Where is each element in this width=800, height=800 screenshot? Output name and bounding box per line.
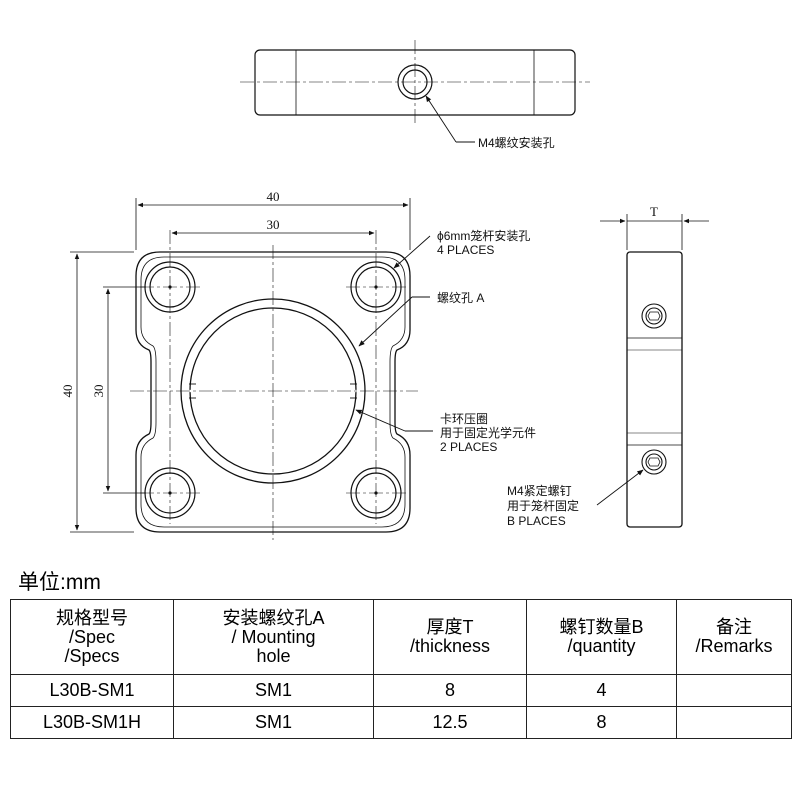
cell-mounting-hole: SM1 xyxy=(173,674,374,707)
cell-remarks xyxy=(676,706,792,739)
dim-hole-spacing-x-text: 30 xyxy=(267,217,280,232)
cell-quantity: 4 xyxy=(526,674,677,707)
header-spec: 规格型号 /Spec /Specs xyxy=(10,599,174,675)
header-thickness: 厚度T /thickness xyxy=(373,599,527,675)
setscrew-use: 用于笼杆固定 xyxy=(507,498,579,513)
dim-outer-height-text: 40 xyxy=(60,385,75,398)
dim-outer-height xyxy=(70,251,134,533)
m4-hole-outer xyxy=(397,64,433,100)
plate-inner-outline xyxy=(140,256,406,528)
retaining-ring-label: 卡环压圈 xyxy=(440,412,488,426)
cage-rod-hole-places: 4 PLACES xyxy=(437,243,494,257)
cell-mounting-hole: SM1 xyxy=(173,706,374,739)
dim-hole-spacing-y-text: 30 xyxy=(91,385,106,398)
cell-spec: L30B-SM1H xyxy=(10,706,174,739)
setscrew-places: B PLACES xyxy=(507,514,566,528)
header-quantity: 螺钉数量B /quantity xyxy=(526,599,677,675)
dim-thickness-text: T xyxy=(650,204,658,219)
header-mounting-hole: 安装螺纹孔A / Mounting hole xyxy=(173,599,374,675)
retaining-ring-use: 用于固定光学元件 xyxy=(440,425,536,440)
table-row: L30B-SM1H SM1 12.5 8 xyxy=(10,706,792,739)
top-view xyxy=(240,40,590,143)
dim-thickness xyxy=(600,214,709,250)
setscrew-bottom xyxy=(641,449,667,475)
front-view xyxy=(70,198,433,540)
cell-quantity: 8 xyxy=(526,706,677,739)
cage-rod-hole-label: ϕ6mm笼杆安装孔 xyxy=(437,228,530,243)
dim-outer-width xyxy=(135,198,411,250)
side-view xyxy=(596,214,709,528)
m4-hole-inner xyxy=(402,69,428,95)
m4-mount-hole-label: M4螺纹安装孔 xyxy=(478,135,555,150)
side-view-outline xyxy=(626,251,683,528)
setscrew-label: M4紧定螺钉 xyxy=(507,483,572,498)
cell-spec: L30B-SM1 xyxy=(10,674,174,707)
plate-outline xyxy=(135,251,411,533)
spec-table: 规格型号 /Spec /Specs 安装螺纹孔A / Mounting hole… xyxy=(10,599,792,739)
cell-thickness: 12.5 xyxy=(373,706,527,739)
setscrew-top xyxy=(641,303,667,329)
retaining-ring-places: 2 PLACES xyxy=(440,440,497,454)
unit-label: 单位:mm xyxy=(18,571,101,594)
dim-hole-spacing-y xyxy=(103,286,146,494)
table-row: L30B-SM1 SM1 8 4 xyxy=(10,674,792,707)
mechanical-drawing: M4螺纹安装孔 xyxy=(60,40,709,540)
table-header-row: 规格型号 /Spec /Specs 安装螺纹孔A / Mounting hole… xyxy=(10,599,792,675)
thread-hole-label: 螺纹孔 A xyxy=(437,291,484,305)
cell-remarks xyxy=(676,674,792,707)
cell-thickness: 8 xyxy=(373,674,527,707)
dim-outer-width-text: 40 xyxy=(267,189,280,204)
header-remarks: 备注 /Remarks xyxy=(676,599,792,675)
